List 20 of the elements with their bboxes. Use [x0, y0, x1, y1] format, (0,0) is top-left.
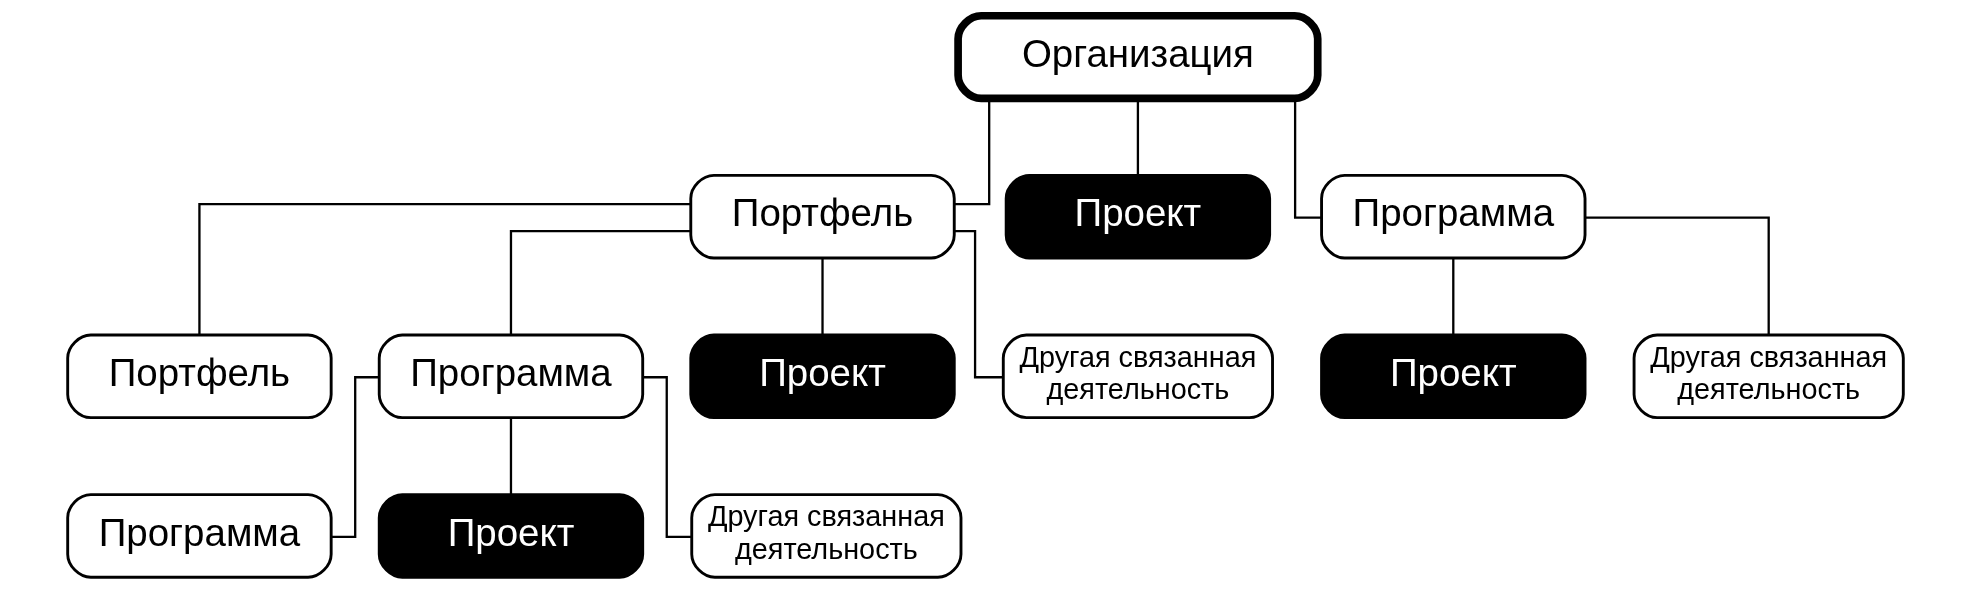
connector — [1451, 258, 1454, 335]
node-box: Другая связанная деятельность — [1001, 333, 1274, 420]
node-box: Проект — [377, 493, 644, 579]
connector — [1584, 216, 1770, 335]
node-box: Программа — [65, 493, 333, 579]
node-box: Программа — [1319, 173, 1586, 260]
connector — [1136, 99, 1139, 176]
node-box: Другая связанная деятельность — [1632, 333, 1905, 420]
node-box: Проект — [1004, 173, 1271, 260]
node-box: Другая связанная деятельность — [689, 493, 962, 579]
node-box: Проект — [688, 333, 956, 420]
node-box: Организация — [953, 11, 1322, 103]
connector — [820, 258, 824, 335]
connector — [509, 229, 690, 335]
node-box: Портфель — [65, 333, 333, 420]
connector — [509, 418, 512, 495]
node-box: Портфель — [688, 173, 956, 260]
connector — [197, 203, 690, 335]
node-box: Проект — [1319, 333, 1586, 420]
node-box: Программа — [377, 333, 644, 420]
